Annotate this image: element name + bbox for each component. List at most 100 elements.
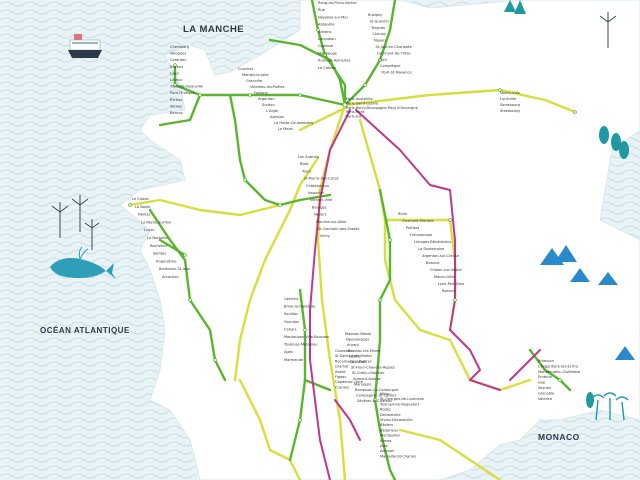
station-label: Évreux <box>170 97 183 102</box>
station-label: Bordeaux-St-Jean <box>159 267 190 271</box>
station-label: Rochefort <box>150 244 168 248</box>
station-label: Avignon <box>380 449 394 453</box>
station-label: Beaune <box>426 261 440 265</box>
station-label: Roanne <box>442 289 456 293</box>
ocean-label-atlantique: OCÉAN ATLANTIQUE <box>40 326 130 335</box>
station-label: Le Croisic <box>132 197 149 201</box>
station-label: Le Mans <box>278 127 293 131</box>
station-label: Maubeuge <box>318 51 338 55</box>
station-label: Argentan <box>258 97 275 101</box>
station-label: Figeac <box>335 375 346 379</box>
station-label: Montdauphin-Guillestre <box>538 370 581 374</box>
station-label: Chauny <box>373 32 388 36</box>
station-label: Gap <box>538 381 546 385</box>
station-label: Banassac-La-Canourgue <box>355 388 399 392</box>
station-label: Moulins-sur-Allier <box>316 220 347 224</box>
station-label: Nantes <box>138 213 151 217</box>
station-label: Mantes-la-Jolie <box>242 73 269 77</box>
station-label: St-Flour-Chaudes-Aigues <box>351 366 395 370</box>
station-label: Busigny <box>368 13 383 17</box>
station-label: Riom <box>398 212 408 216</box>
wind-turbine-icon <box>599 12 617 48</box>
station-label: St-Denis-près-Martel <box>335 354 372 358</box>
station-label: Béziers <box>380 423 393 427</box>
station-label: Issoire <box>349 354 361 358</box>
station-label: Carentan <box>170 58 187 62</box>
station-label: Le Lioran <box>350 360 366 364</box>
station-label: Bayeux <box>170 65 184 69</box>
station-label: Marvejols <box>354 382 371 386</box>
station-label: Clermont-Ferrand <box>402 219 434 223</box>
station-label: Le Cateau <box>318 66 336 70</box>
station-label: Valognes <box>170 52 186 56</box>
station-label: Cransac <box>335 385 350 389</box>
station-label: Tergnier <box>370 26 386 30</box>
station-label: Viviez-Decazeville <box>380 418 413 422</box>
station-label: Vichy <box>320 234 331 238</box>
tree-icon <box>504 0 629 408</box>
station-labels: Rang-du-Fliers-VertonRueNoyelles-sur-Mer… <box>132 1 581 458</box>
station-label: Veynes <box>538 386 551 390</box>
france-land <box>119 0 640 480</box>
station-label: Abbeville <box>318 23 335 27</box>
station-label: Pont-St-Maxence <box>382 71 413 75</box>
station-label: Grenoble <box>538 391 555 395</box>
station-label: Arcachon <box>162 275 179 279</box>
station-label: Tournemire-Roquefort <box>379 402 420 406</box>
station-label: Angoulême <box>156 259 177 263</box>
station-label: La Souterraine <box>418 247 445 251</box>
station-label: Nîmes <box>380 439 391 443</box>
station-label: Les Aubrais <box>298 155 319 159</box>
station-label: Vernon <box>170 104 183 108</box>
station-label: Saintes <box>153 252 166 256</box>
station-label: Villedieu-les-Poêles <box>250 85 285 89</box>
station-label: Campagnac-St-Geniez <box>356 394 396 398</box>
station-label: Châteauroux <box>306 184 330 188</box>
station-label: Chalon-sur-Saône <box>430 268 462 272</box>
station-label: Millau <box>380 392 391 396</box>
station-label: Issoudun <box>308 191 324 195</box>
whale-icon <box>50 246 116 279</box>
station-label: Lisieux <box>170 78 183 82</box>
station-label: Aulnoye-Aymeries <box>318 59 351 63</box>
station-label: Vierzon-Ville <box>310 198 333 202</box>
station-label: Briançon <box>538 359 554 363</box>
station-label: St-Pierre-des-Corps <box>304 177 339 181</box>
station-label: Luçon <box>144 228 155 232</box>
station-label: Paris Austerlitz <box>346 97 373 101</box>
station-label: L'Aigle <box>266 109 279 113</box>
station-label: Paris-Bercy-Bourgogne-Pays d'Auvergne <box>346 106 419 110</box>
station-label: Rang-du-Fliers-Verton <box>318 1 357 5</box>
ship-icon <box>68 34 102 58</box>
station-label: Cherbourg <box>170 45 189 49</box>
station-label: Alençon <box>270 115 284 119</box>
station-label: Rocamadour-Padirac <box>335 359 372 363</box>
station-label: Creil <box>379 58 387 62</box>
station-label: Embrun <box>538 375 552 379</box>
station-label: Noyon <box>374 39 386 43</box>
station-label: Nancy-Ville <box>500 91 521 95</box>
station-label: La Rochelle <box>147 236 168 240</box>
station-label: St-Just-en-Chaussée <box>376 45 413 49</box>
station-label: Assier <box>335 370 346 374</box>
station-label: Caussade <box>335 349 353 353</box>
station-label: Bernay <box>170 111 184 115</box>
station-label: Conches <box>238 67 253 71</box>
station-label: Limoges-Bénédictins <box>414 240 451 244</box>
station-label: Arvant <box>347 343 360 347</box>
station-label: Strasbourg <box>500 109 520 113</box>
station-label: Valence <box>538 397 553 401</box>
station-label: Marseille-St-Charles <box>380 454 416 458</box>
station-label: Gramat <box>335 365 349 369</box>
station-label: Paris-Est <box>346 115 362 119</box>
station-label: Sévérac-le-Château <box>357 399 392 403</box>
station-label: St-Quentin <box>370 19 389 23</box>
station-label: Cahors <box>284 327 297 331</box>
palm-tree-icon <box>591 392 629 421</box>
station-label: Compiègne <box>380 64 401 68</box>
station-label: St-Germain-des-Fossés <box>318 227 360 231</box>
station-label: Blois <box>300 162 309 166</box>
station-label: Amiens <box>318 30 331 34</box>
